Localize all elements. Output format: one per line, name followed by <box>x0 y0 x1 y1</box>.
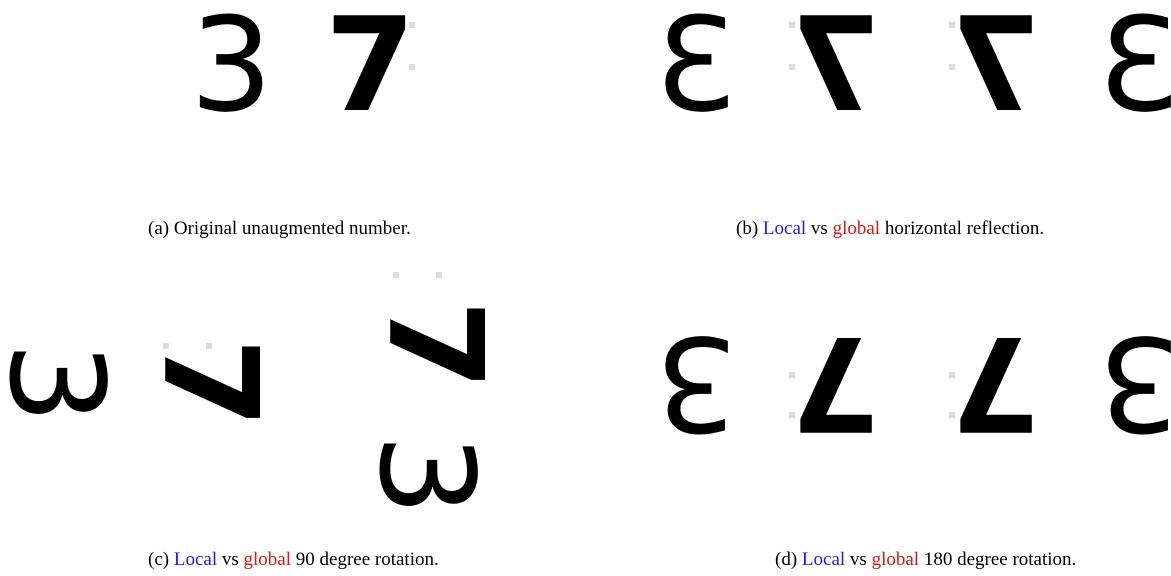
pixel-speck <box>789 372 795 378</box>
digit-three-local-rotated-180: 3 <box>655 307 738 459</box>
pixel-speck <box>163 343 169 349</box>
digit-seven-global-rotated: 7 <box>359 299 512 391</box>
caption-local-word: Local <box>801 549 846 570</box>
pixel-speck <box>206 343 212 349</box>
caption-local-word: Local <box>173 549 218 570</box>
digit-three-local-reflected: 3 <box>655 0 738 141</box>
pixel-speck <box>949 372 955 378</box>
pixel-speck <box>789 22 795 28</box>
caption-vs: vs <box>810 218 828 239</box>
caption-rest: 180 degree rotation. <box>923 549 1077 570</box>
pixel-speck <box>789 412 795 418</box>
digit-three-global-reflected: 3 <box>1098 0 1171 141</box>
caption-local-word: Local <box>762 218 807 239</box>
digit-three-local-rotated: 3 <box>0 342 132 425</box>
pixel-speck <box>949 64 955 70</box>
caption-a: (a) Original unaugmented number. <box>148 218 411 240</box>
digit-seven-local-reflected: 7 <box>790 0 881 141</box>
pixel-speck <box>409 64 415 70</box>
caption-label: (d) <box>775 549 798 570</box>
caption-global-word: global <box>243 549 292 570</box>
digit-three-global-rotated: 3 <box>350 433 503 517</box>
caption-global-word: global <box>832 218 881 239</box>
pixel-speck <box>789 64 795 70</box>
digit-three-global-rotated-180: 3 <box>1098 307 1171 459</box>
caption-label: (c) <box>148 549 170 570</box>
caption-rest: horizontal reflection. <box>884 218 1045 239</box>
caption-b: (b) Local vs global horizontal reflectio… <box>736 218 1044 240</box>
caption-global-word: global <box>871 549 920 570</box>
digit-seven-global-rotated-180: 7 <box>950 307 1041 459</box>
digit-seven-global-reflected: 7 <box>950 0 1041 141</box>
caption-vs: vs <box>221 549 239 570</box>
caption-text: Original unaugmented number. <box>173 218 411 239</box>
caption-label: (a) <box>148 218 170 239</box>
caption-d: (d) Local vs global 180 degree rotation. <box>775 549 1076 571</box>
caption-rest: 90 degree rotation. <box>295 549 439 570</box>
pixel-speck <box>949 412 955 418</box>
pixel-speck <box>436 272 442 278</box>
pixel-speck <box>409 22 415 28</box>
pixel-speck <box>393 272 399 278</box>
caption-label: (b) <box>736 218 759 239</box>
digit-three: 3 <box>190 0 273 141</box>
caption-vs: vs <box>849 549 867 570</box>
digit-seven-local-rotated: 7 <box>134 337 287 429</box>
digit-seven-local-rotated-180: 7 <box>790 307 881 459</box>
caption-c: (c) Local vs global 90 degree rotation. <box>148 549 439 571</box>
digit-seven: 7 <box>325 0 416 141</box>
pixel-speck <box>949 22 955 28</box>
